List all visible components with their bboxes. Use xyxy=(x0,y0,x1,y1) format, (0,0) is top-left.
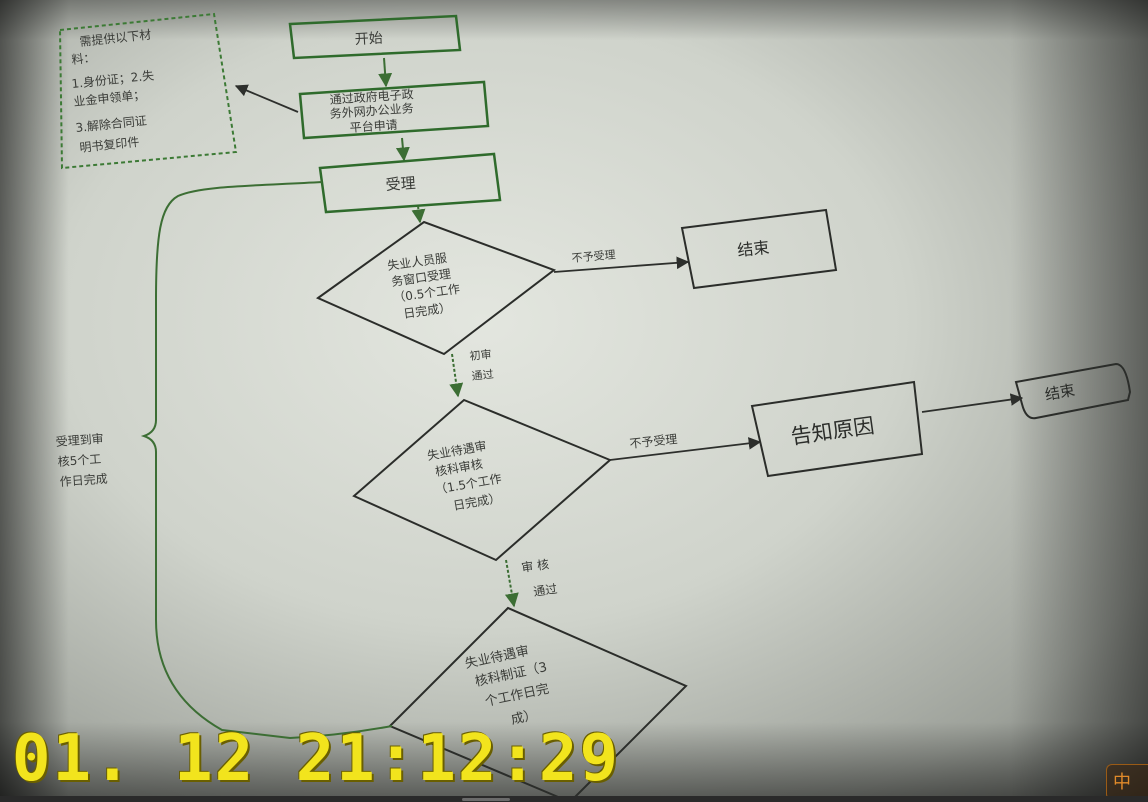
bottom-scrollbar-thumb[interactable] xyxy=(462,798,510,801)
end-node-2: 结束 xyxy=(1014,362,1132,420)
accept-node: 受理 xyxy=(318,152,502,214)
brace-bracket xyxy=(140,181,393,740)
window-accept-line-4: 日完成） xyxy=(402,299,452,321)
first-review-pass-line-2: 通过 xyxy=(471,368,494,383)
brace-note-line-2: 核5个工 xyxy=(57,452,102,469)
bottom-scrollbar-track[interactable] xyxy=(0,796,1148,802)
certify-line-4: 成） xyxy=(510,708,539,728)
arrow-accept-window xyxy=(411,205,426,224)
arrow-notify-end xyxy=(921,393,1024,413)
brace-note-line-1: 受理到审 xyxy=(55,431,104,449)
arrow-reject-1 xyxy=(553,256,690,273)
arrow-apply-note xyxy=(234,84,299,113)
end-node-1: 结束 xyxy=(680,208,838,290)
arrow-reject-2 xyxy=(609,437,762,461)
materials-note-line-6: 明书复印件 xyxy=(79,135,140,155)
arrow-review-certify xyxy=(504,559,519,608)
review-decision: 失业待遇审 核科审核 （1.5个工作 日完成） xyxy=(352,398,612,562)
arrow-window-review xyxy=(449,353,464,398)
window-accept-decision: 失业人员服 务窗口受理 （0.5个工作 日完成） xyxy=(315,220,557,356)
apply-line-3: 平台申请 xyxy=(349,117,398,135)
ime-language-indicator[interactable]: 中 xyxy=(1106,764,1148,800)
materials-note-line-5: 3.解除合同证 xyxy=(75,113,148,135)
apply-line-1: 通过政府电子政 xyxy=(329,86,414,107)
start-node: 开始 xyxy=(288,14,462,60)
materials-note-line-4: 业金申领单； xyxy=(73,87,146,109)
materials-note-line-1: 需提供以下材 xyxy=(79,27,152,49)
start-label: 开始 xyxy=(354,31,383,48)
reject-label-2: 不予受理 xyxy=(629,432,678,451)
materials-note-box: 需提供以下材 料： 1.身份证；2.失 业金申领单； 3.解除合同证 明书复印件 xyxy=(58,12,238,170)
review-pass-line-1: 审 核 xyxy=(520,556,550,575)
notify-reason-label: 告知原因 xyxy=(789,413,876,448)
apply-line-2: 务外网办公业务 xyxy=(329,100,414,121)
arrow-apply-accept xyxy=(395,137,410,162)
review-pass-line-2: 通过 xyxy=(532,582,558,599)
accept-label: 受理 xyxy=(385,174,416,194)
first-review-pass-line-1: 初审 xyxy=(469,347,492,363)
end-2-label: 结束 xyxy=(1044,381,1077,404)
camera-timestamp-overlay: 01. 12 21:12:29 xyxy=(12,722,620,796)
materials-note-line-2: 料： xyxy=(71,51,96,67)
apply-node: 通过政府电子政 务外网办公业务 平台申请 xyxy=(298,80,490,140)
end-1-label: 结束 xyxy=(736,238,770,260)
brace-note-line-3: 作日完成 xyxy=(59,471,108,489)
review-line-4: 日完成） xyxy=(452,490,502,513)
reject-label-1: 不予受理 xyxy=(571,248,616,265)
arrow-start-apply xyxy=(378,57,393,88)
notify-reason-node: 告知原因 xyxy=(750,380,924,478)
